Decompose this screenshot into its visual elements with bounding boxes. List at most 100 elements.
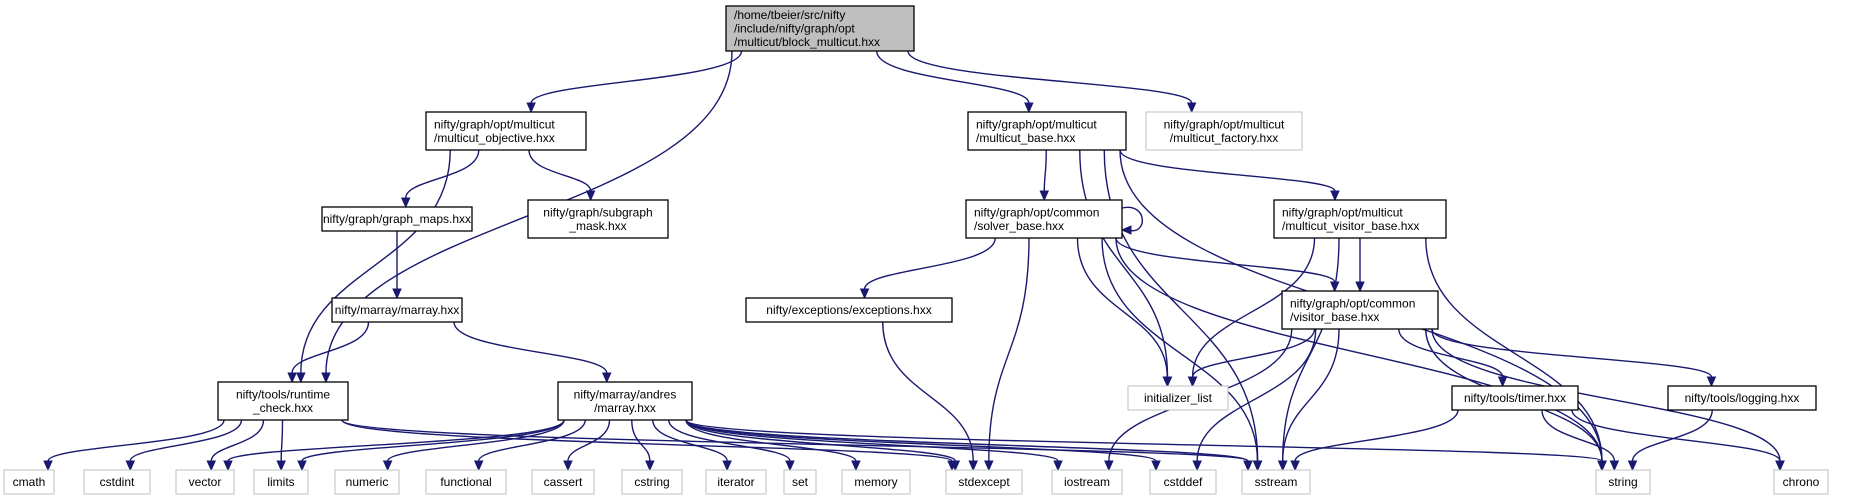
edge-logging-to-string (1627, 409, 1713, 472)
edge-visitorbase-to-timer (1398, 328, 1508, 388)
edge-line (1043, 149, 1047, 192)
node-exceptions[interactable]: nifty/exceptions/exceptions.hxx (745, 297, 953, 323)
edge-line (876, 50, 1030, 104)
node-box (745, 297, 953, 323)
edge-arrowhead (43, 460, 53, 472)
edge-arrowhead (1355, 281, 1365, 293)
node-box (3, 469, 55, 495)
edge-arrowhead (1775, 460, 1785, 472)
edge-arrowhead (1192, 460, 1202, 472)
node-label-line: iterator (717, 475, 754, 489)
node-box (1451, 385, 1579, 411)
edge-solverbase-to-sstream (1101, 237, 1263, 472)
node-functional: functional (425, 469, 507, 495)
edge-line (1115, 237, 1603, 462)
edge-arrowhead (1186, 102, 1197, 114)
edge-solverbase-to-stdexcept (984, 237, 1030, 472)
edge-mcbase-to-sstream (1103, 149, 1263, 472)
node-limits: limits (253, 469, 309, 495)
node-label-line: nifty/tools/timer.hxx (1464, 391, 1566, 405)
node-runtime[interactable]: nifty/tools/runtime_check.hxx (217, 381, 349, 421)
edge-visitorbase-to-initlist (1187, 328, 1316, 388)
edge-arrowhead (223, 460, 233, 472)
edge-andres-to-set (668, 419, 795, 472)
node-label-line: functional (440, 475, 491, 489)
edge-objective-to-runtime (296, 149, 451, 384)
edge-arrowhead (563, 460, 573, 472)
node-mcbase[interactable]: nifty/graph/opt/multicut/multicut_base.h… (967, 111, 1127, 151)
node-root[interactable]: /home/tbeier/src/nifty/include/nifty/gra… (725, 5, 915, 52)
edges-layer (43, 50, 1785, 472)
edge-arrowhead (851, 460, 861, 472)
edge-line (1282, 328, 1340, 462)
node-solverbase[interactable]: nifty/graph/opt/common/solver_base.hxx (965, 199, 1123, 239)
node-box (83, 469, 151, 495)
node-box (1241, 469, 1311, 495)
edge-line (668, 419, 791, 462)
edge-arrowhead (1243, 460, 1253, 472)
edge-visitorbase-to-logging (1431, 328, 1717, 388)
node-objective[interactable]: nifty/graph/opt/multicut/multicut_object… (425, 111, 587, 151)
edge-line (685, 419, 857, 462)
node-box (557, 381, 693, 421)
edge-runtime-to-vector (206, 419, 265, 472)
node-label-line: nifty/graph/graph_maps.hxx (323, 212, 471, 226)
node-label-line: set (792, 475, 809, 489)
node-label-line: initializer_list (1144, 391, 1213, 405)
edge-arrowhead (1104, 460, 1114, 472)
edge-line (1425, 237, 1603, 462)
edge-arrowhead (206, 460, 217, 472)
edge-arrowhead (321, 372, 331, 384)
node-marray[interactable]: nifty/marray/marray.hxx (331, 297, 463, 323)
edge-andres-to-cassert (563, 419, 611, 472)
edge-graphmaps-to-marray (392, 231, 402, 300)
edge-arrowhead (984, 460, 994, 472)
node-timer[interactable]: nifty/tools/timer.hxx (1451, 385, 1579, 411)
edge-root-to-mcbase (876, 50, 1034, 114)
node-box (1667, 385, 1817, 411)
node-andres[interactable]: nifty/marray/andres/marray.hxx (557, 381, 693, 421)
nodes-layer: /home/tbeier/src/nifty/include/nifty/gra… (3, 5, 1829, 495)
node-visitorbase[interactable]: nifty/graph/opt/common/visitor_base.hxx (1281, 290, 1439, 330)
edge-runtime-to-limits (276, 419, 286, 472)
edge-line (685, 419, 956, 462)
node-box (331, 297, 463, 323)
node-logging[interactable]: nifty/tools/logging.hxx (1667, 385, 1817, 411)
node-label-line: /multicut_visitor_base.hxx (1282, 219, 1419, 233)
edge-arrowhead (1252, 460, 1263, 472)
node-box (1273, 199, 1447, 239)
node-initlist: initializer_list (1127, 385, 1229, 411)
edge-line (863, 237, 996, 290)
node-label-line: memory (854, 475, 897, 489)
edge-arrowhead (382, 460, 393, 472)
node-cstdint: cstdint (83, 469, 151, 495)
edge-runtime-to-cmath (43, 419, 225, 472)
node-cstddef: cstddef (1149, 469, 1217, 495)
edge-arrowhead (1330, 190, 1340, 202)
node-graphmaps[interactable]: nifty/graph/graph_maps.hxx (321, 206, 473, 232)
node-iterator: iterator (705, 469, 767, 495)
node-cassert: cassert (531, 469, 595, 495)
node-vector: vector (175, 469, 235, 495)
node-mcvisitor[interactable]: nifty/graph/opt/multicut/multicut_visito… (1273, 199, 1447, 239)
node-label-line: chrono (1783, 475, 1820, 489)
edge-line (631, 419, 651, 462)
node-sstream: sstream (1241, 469, 1311, 495)
node-label-line: nifty/graph/opt/multicut (1164, 117, 1285, 131)
edge-arrowhead (645, 460, 655, 472)
edge-mcvisitor-to-string (1425, 237, 1607, 472)
node-box (705, 469, 767, 495)
node-label-line: vector (189, 475, 222, 489)
edge-line (301, 419, 565, 462)
edge-line (1121, 206, 1143, 232)
edge-line (1191, 328, 1316, 378)
node-box (1127, 385, 1229, 411)
node-box (425, 111, 587, 151)
edge-arrowhead (392, 288, 402, 300)
node-subgraph[interactable]: nifty/graph/subgraph_mask.hxx (527, 199, 669, 239)
node-box (1595, 469, 1651, 495)
edge-arrowhead (1627, 460, 1638, 472)
node-numeric: numeric (334, 469, 400, 495)
node-cstring: cstring (621, 469, 683, 495)
